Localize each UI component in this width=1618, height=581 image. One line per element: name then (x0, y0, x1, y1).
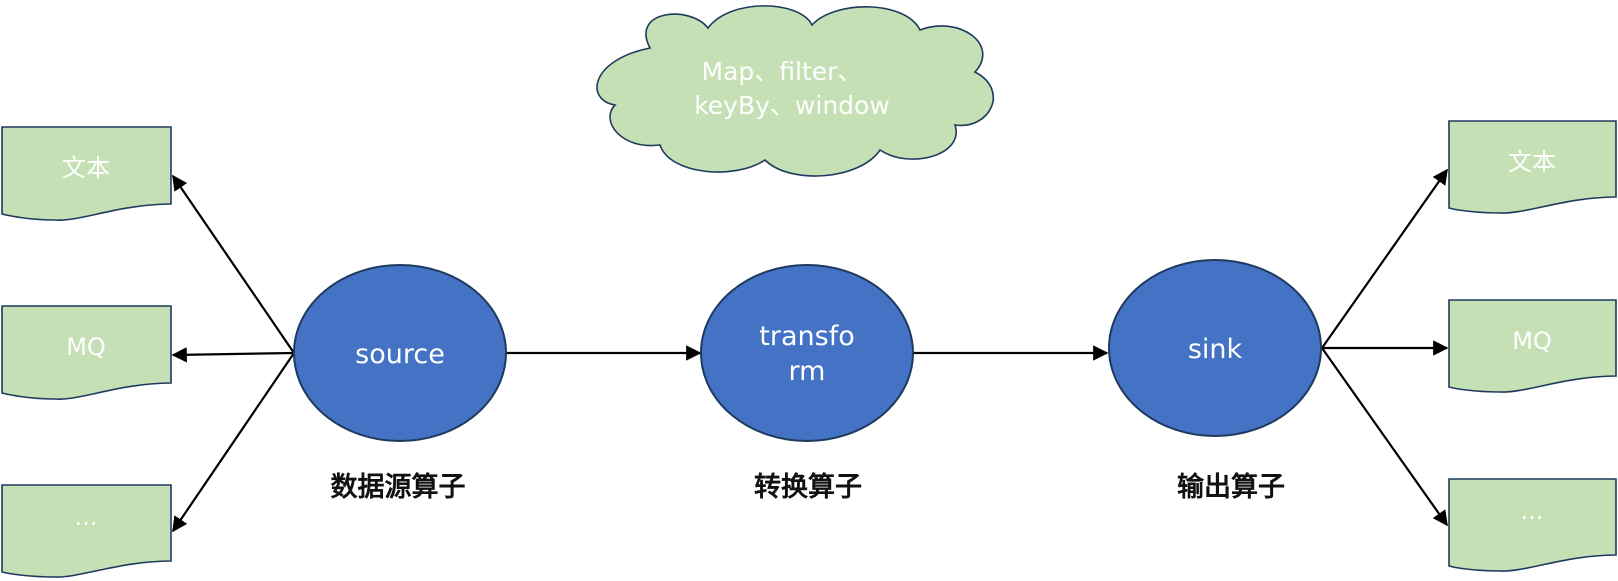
edge-sink-to-text (1321, 168, 1448, 349)
node-transform: transfo rm (700, 264, 914, 442)
edge-source-to-mq (171, 347, 295, 363)
output-doc-more-label: ... (1521, 497, 1544, 525)
node-sink: sink (1108, 259, 1322, 437)
node-sink-label: sink (1188, 334, 1243, 365)
input-doc-text: 文本 (1, 126, 172, 221)
input-doc-mq: MQ (1, 305, 172, 400)
edge-source-to-text (172, 174, 295, 354)
node-source-label: source (355, 339, 445, 370)
node-source: source (293, 264, 507, 442)
edge-sink-to-more (1321, 347, 1448, 527)
input-doc-more-label: ... (75, 503, 98, 531)
output-doc-text-label: 文本 (1508, 148, 1556, 176)
caption-transform: 转换算子 (754, 471, 862, 503)
output-doc-mq-label: MQ (1512, 327, 1552, 355)
caption-source: 数据源算子 (331, 471, 466, 503)
input-doc-more: ... (1, 484, 172, 578)
output-doc-more: ... (1448, 478, 1617, 572)
output-doc-text: 文本 (1448, 120, 1617, 214)
caption-sink: 输出算子 (1177, 471, 1285, 503)
node-transform-label-1: transfo (759, 321, 854, 352)
cloud-line-1: Map、filter、 (702, 57, 863, 86)
transform-ops-cloud: Map、filter、 keyBy、window (596, 5, 995, 177)
input-doc-text-label: 文本 (62, 154, 110, 182)
edges (171, 168, 1449, 533)
input-doc-mq-label: MQ (66, 333, 106, 361)
node-transform-label-2: rm (789, 356, 826, 387)
cloud-line-2: keyBy、window (694, 91, 890, 120)
edge-source-to-more (172, 352, 295, 533)
output-doc-mq: MQ (1448, 299, 1617, 393)
